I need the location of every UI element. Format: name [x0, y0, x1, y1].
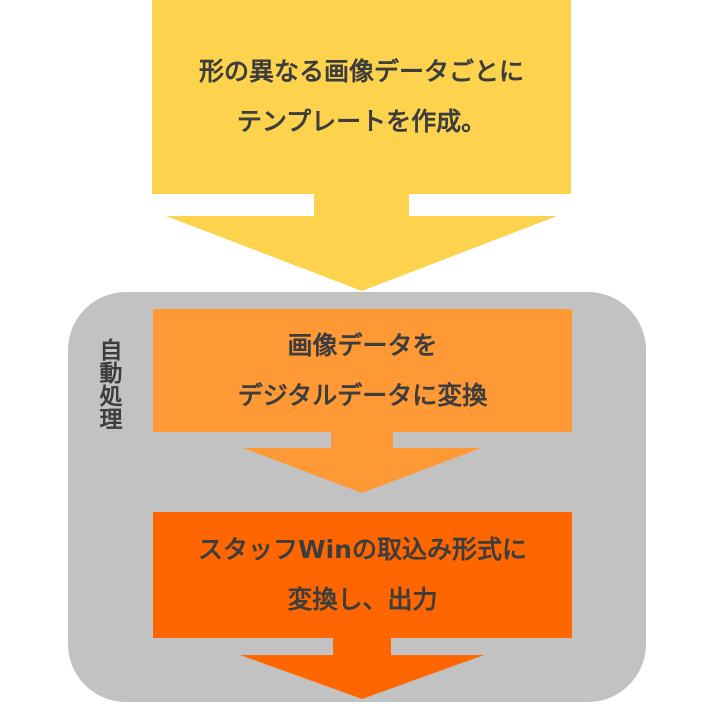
step-1-line-1: 形の異なる画像データごとに [198, 57, 524, 86]
step-3-box: スタッフWinの取込み形式に 変換し、出力 [153, 512, 572, 638]
step-1-line-2: テンプレートを作成。 [236, 107, 487, 136]
step-3-line-2: 変換し、出力 [287, 585, 438, 614]
step-2-line-1: 画像データを [287, 330, 438, 360]
auto-process-label: 自動処理 [95, 338, 121, 430]
step-2-line-2: デジタルデータに変換 [237, 380, 488, 410]
step-3-arrow-head [240, 638, 484, 699]
step-2-box: 画像データを デジタルデータに変換 [153, 309, 572, 432]
step-1-box: 形の異なる画像データごとに テンプレートを作成。 [152, 0, 571, 194]
step-2-arrow-head [243, 432, 481, 493]
step-3-line-1: スタッフWinの取込み形式に [198, 535, 527, 564]
step-1-arrow-head [166, 194, 557, 291]
